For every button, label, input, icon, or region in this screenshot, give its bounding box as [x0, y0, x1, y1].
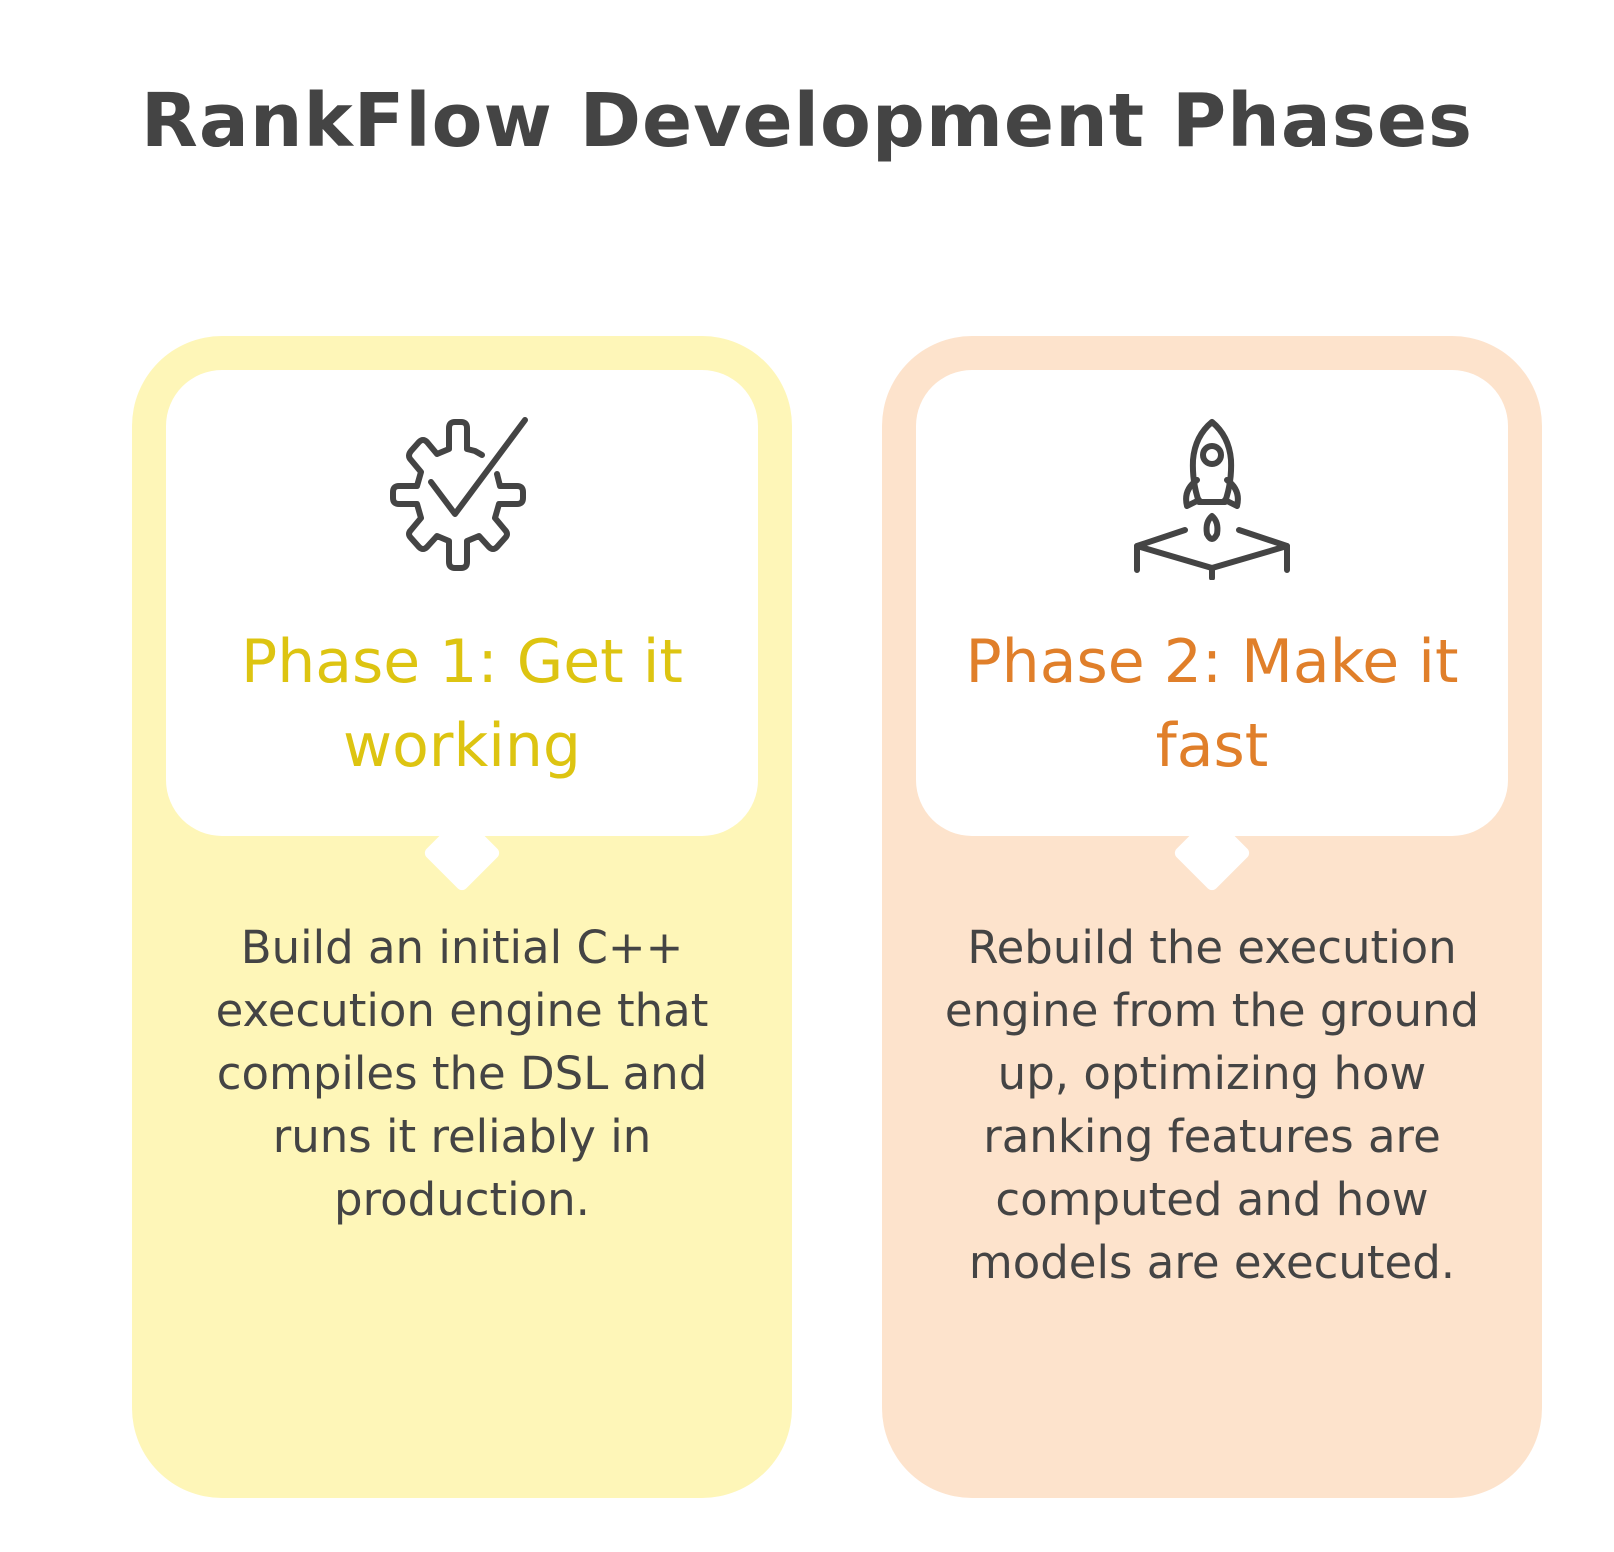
callout-pointer	[422, 813, 502, 893]
phase-description: Rebuild the execution engine from the gr…	[944, 921, 1480, 1289]
phase-title: Phase 1: Get it working	[241, 627, 683, 781]
phase-card-1: Phase 1: Get it working Build an initial…	[132, 336, 792, 1498]
diagram-title: RankFlow Development Phases	[140, 78, 1474, 164]
phase-card-2: Phase 2: Make it fast Rebuild the execut…	[882, 336, 1542, 1498]
phase-header-2: Phase 2: Make it fast	[916, 370, 1508, 893]
callout-pointer	[1172, 813, 1252, 893]
rocket-launch-icon	[1134, 419, 1290, 580]
phase-description: Build an initial C++ execution engine th…	[215, 921, 709, 1226]
gear-check-icon	[390, 417, 528, 571]
phase-title: Phase 2: Make it fast	[965, 627, 1459, 781]
phase-header-1: Phase 1: Get it working	[166, 370, 758, 893]
